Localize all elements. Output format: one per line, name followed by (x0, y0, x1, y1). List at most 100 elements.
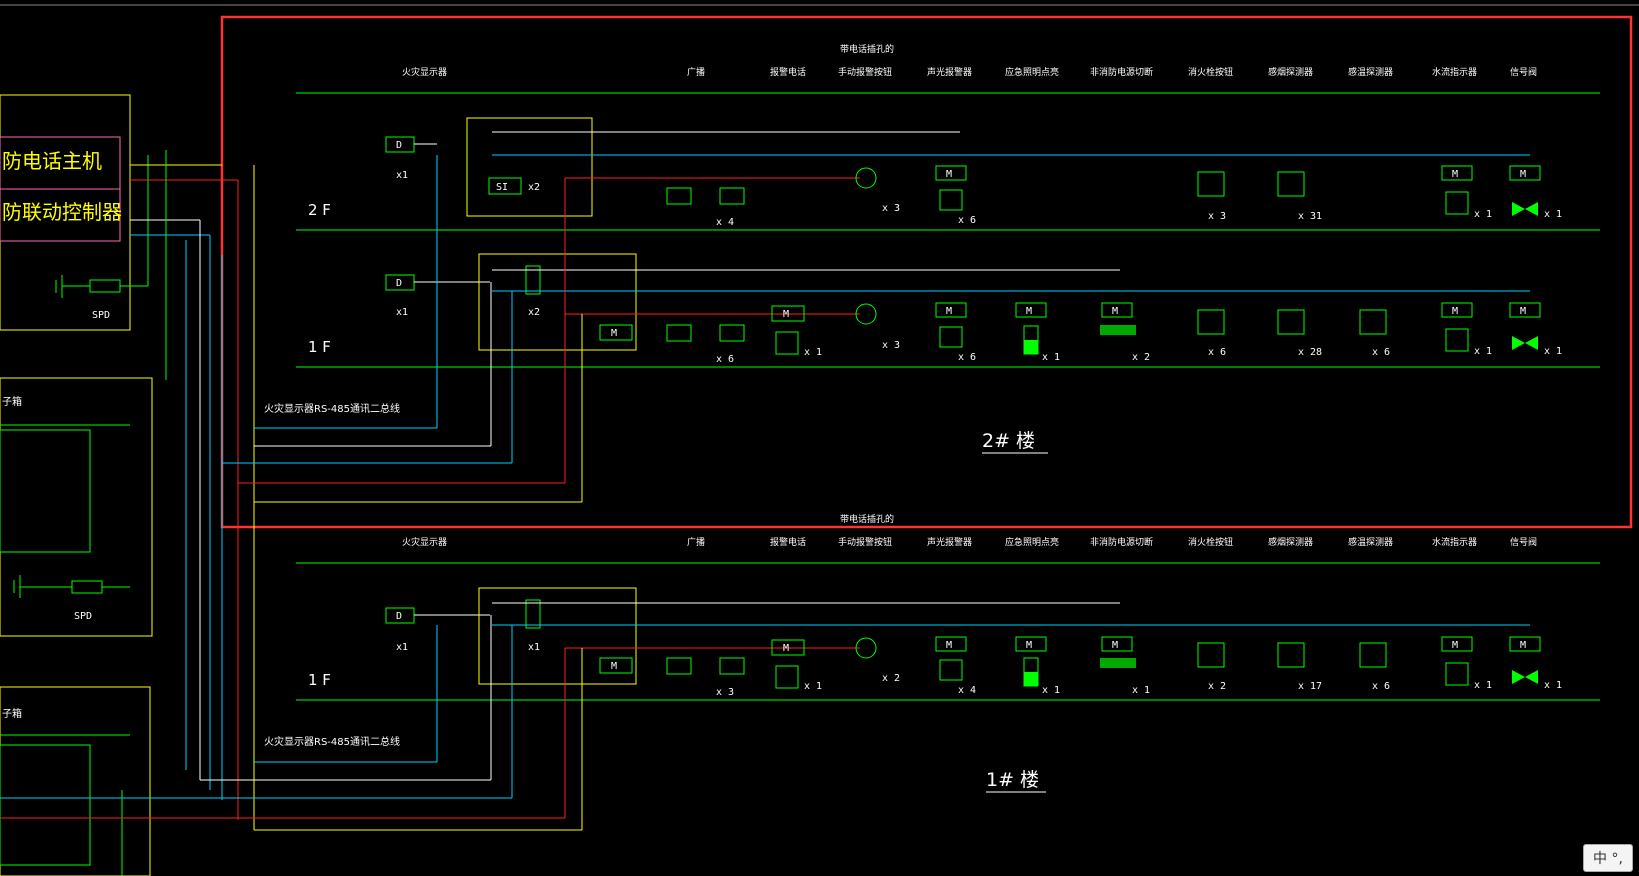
b2f1-heat-detector[interactable] (1359, 309, 1387, 335)
b2f2-count-valve: x 1 (1544, 209, 1562, 220)
b2f2-manual-alarm[interactable] (855, 167, 877, 189)
b1f1-si-module[interactable] (525, 599, 541, 629)
b1f1-count-broadcast: x 3 (716, 687, 734, 698)
b1f1-count-smoke: x 17 (1298, 681, 1322, 692)
b2f1-count-valve: x 1 (1544, 346, 1562, 357)
b2f2-count-smoke: x 31 (1298, 211, 1322, 222)
b2f1-smoke-detector[interactable] (1277, 309, 1305, 335)
svg-text:M: M (1026, 306, 1032, 317)
b1f1-broadcast-speaker[interactable] (666, 657, 692, 675)
b2f1-non-fire-module[interactable] (1101, 302, 1133, 318)
sub-box-mid (0, 377, 153, 637)
b2f1-broadcast-speaker[interactable] (666, 324, 692, 342)
spd-label-top: SPD (92, 310, 110, 321)
svg-text:M: M (1452, 640, 1458, 651)
b1f1-smoke-detector[interactable] (1277, 642, 1305, 668)
b1f1-heat-detector[interactable] (1359, 642, 1387, 668)
svg-text:M: M (1452, 306, 1458, 317)
b2f2-flow-module[interactable] (1441, 165, 1473, 181)
b2f2-count-broadcast: x 4 (716, 217, 734, 228)
svg-text:M: M (1112, 306, 1118, 317)
b2f1-sound-light-module[interactable] (935, 302, 967, 318)
left-panel: 防电话主机 防联动控制器 SPD 子箱 SPD 子箱 (0, 94, 153, 876)
b1-header-flow: 水流指示器 (1432, 536, 1477, 548)
b1f1-count-emergency: x 1 (1042, 685, 1060, 696)
b1-header-alarm-phone: 报警电话 (770, 536, 806, 548)
b2-header-alarm-phone: 报警电话 (770, 66, 806, 78)
b2f2-count-manual: x 3 (882, 203, 900, 214)
b2f2-valve-module[interactable] (1509, 165, 1541, 181)
b2f2-broadcast-speaker-2[interactable] (719, 187, 745, 205)
b2f2-sound-light[interactable] (939, 189, 963, 211)
b2-header-smoke: 感烟探测器 (1268, 66, 1313, 78)
b2f1-alarm-phone[interactable] (775, 331, 799, 355)
b1f1-sound-light-module[interactable] (935, 636, 967, 652)
b2f1-sound-light[interactable] (939, 326, 963, 348)
b1f1-count-phone: x 1 (804, 681, 822, 692)
b2f1-hydrant-button[interactable] (1197, 309, 1225, 335)
b1-header-emergency-light: 应急照明点亮 (1005, 536, 1059, 548)
b2f1-count-hydrant: x 6 (1208, 347, 1226, 358)
ime-status-indicator[interactable]: 中 °, (1583, 844, 1633, 872)
b2f1-count-manual: x 3 (882, 340, 900, 351)
b2f1-flow-indicator[interactable] (1445, 328, 1469, 352)
linkage-controller-label: 防联动控制器 (2, 200, 122, 224)
b1f1-count-display: x1 (396, 642, 408, 653)
b2f2-smoke-detector[interactable] (1277, 171, 1305, 197)
b2-header-non-fire-cut: 非消防电源切断 (1090, 66, 1153, 78)
b1-header-fire-display: 火灾显示器 (402, 536, 447, 548)
svg-text:M: M (611, 661, 617, 672)
spd-device-top (89, 279, 121, 293)
svg-text:M: M (1520, 306, 1526, 317)
b1f1-count-flow: x 1 (1474, 680, 1492, 691)
b1f1-emergency-light-module[interactable] (1015, 636, 1047, 652)
building1[interactable]: 带电话插孔的 火灾显示器 广播 报警电话 手动报警按钮 声光报警器 应急照明点亮… (0, 513, 1600, 831)
b1f1-count-hydrant: x 2 (1208, 681, 1226, 692)
b2f1-broadcast-module[interactable] (599, 324, 633, 341)
b2f2-signal-valve[interactable] (1512, 202, 1525, 216)
b1f1-flow-indicator[interactable] (1445, 662, 1469, 686)
b1f1-signal-valve[interactable] (1512, 670, 1525, 684)
b1f1-valve-module[interactable] (1509, 636, 1541, 652)
b1f1-count-non-fire: x 1 (1132, 685, 1150, 696)
b2f1-non-fire-cut[interactable] (1100, 325, 1136, 335)
b2f2-count-display: x1 (396, 170, 408, 181)
b2f1-flow-module[interactable] (1441, 302, 1473, 318)
b1f1-hydrant-button[interactable] (1197, 642, 1225, 668)
b1f1-broadcast-module[interactable] (599, 657, 633, 674)
b1f1-sound-light[interactable] (939, 659, 963, 681)
b2f2-count-flow: x 1 (1474, 209, 1492, 220)
b2-header-flow: 水流指示器 (1432, 66, 1477, 78)
b2f2-module-box (466, 117, 593, 217)
b1f1-non-fire-cut[interactable] (1100, 658, 1136, 668)
b1f1-flow-module[interactable] (1441, 636, 1473, 652)
svg-text:M: M (1520, 640, 1526, 651)
svg-text:M: M (1452, 169, 1458, 180)
b1f1-count-sound: x 4 (958, 685, 976, 696)
b2f2-flow-indicator[interactable] (1445, 191, 1469, 215)
b2f1-manual-alarm[interactable] (855, 303, 877, 325)
b1f1-non-fire-module[interactable] (1101, 636, 1133, 652)
b1f1-alarm-phone[interactable] (775, 665, 799, 689)
b2f1-emergency-light-module[interactable] (1015, 302, 1047, 318)
building2[interactable]: 带电话插孔的 火灾显示器 广播 报警电话 手动报警按钮 声光报警器 应急照明点亮… (222, 43, 1600, 503)
b2f1-valve-module[interactable] (1509, 302, 1541, 318)
b2f1-count-emergency: x 1 (1042, 352, 1060, 363)
svg-text:D: D (396, 140, 402, 151)
b2f2-hydrant-button[interactable] (1197, 171, 1225, 197)
b1f1-alarm-phone-module[interactable] (771, 639, 805, 656)
b2f2-si-module[interactable] (488, 177, 522, 195)
b2f1-signal-valve[interactable] (1512, 336, 1525, 350)
b2f1-si-module[interactable] (525, 265, 541, 295)
svg-text:M: M (611, 328, 617, 339)
b2f1-alarm-phone-module[interactable] (771, 305, 805, 322)
b2f2-sound-light-module[interactable] (935, 165, 967, 181)
b1-header-hydrant: 消火栓按钮 (1188, 536, 1233, 548)
vertical-trunks (130, 150, 255, 830)
b2f1-count-smoke: x 28 (1298, 347, 1322, 358)
b2-floor-2-label: 2 F (308, 201, 331, 219)
b2f2-count-hydrant: x 3 (1208, 211, 1226, 222)
b1f1-manual-alarm[interactable] (855, 637, 877, 659)
b2f2-broadcast-speaker[interactable] (666, 187, 692, 205)
